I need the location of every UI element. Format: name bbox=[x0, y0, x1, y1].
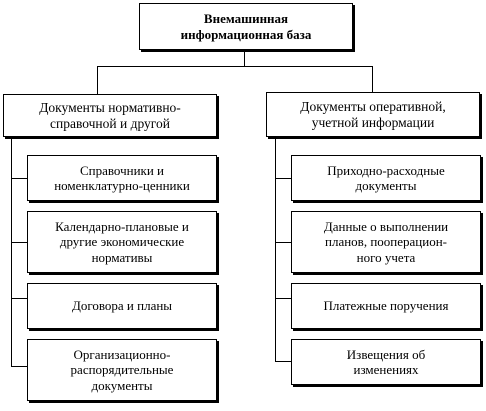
connector-right-child-3 bbox=[275, 298, 291, 299]
connector-right-child-2 bbox=[275, 242, 291, 243]
connector-right-child-1 bbox=[275, 178, 291, 179]
node-label: Данные о выполнении планов, пооперацион-… bbox=[323, 219, 449, 265]
node-label: Календарно-плановые и другие экономическ… bbox=[55, 219, 189, 265]
connector-right-category-down bbox=[372, 66, 373, 92]
connector-left-child-4 bbox=[11, 366, 27, 367]
connector-left-category-down bbox=[97, 66, 98, 94]
node-calendar-economic-norms: Календарно-плановые и другие экономическ… bbox=[27, 211, 217, 273]
node-label: Справочники и номенклатурно-ценники bbox=[54, 162, 190, 193]
node-organizational-documents: Организационно- распорядительные докумен… bbox=[27, 339, 217, 401]
node-label: Организационно- распорядительные докумен… bbox=[70, 347, 174, 393]
category-label: Документы нормативно- справочной и друго… bbox=[39, 99, 181, 131]
node-directories-price-lists: Справочники и номенклатурно-ценники bbox=[27, 155, 217, 201]
node-label: Приходно-расходные документы bbox=[327, 162, 445, 193]
connector-horizontal-top bbox=[97, 66, 373, 67]
node-receipt-expense-documents: Приходно-расходные документы bbox=[291, 155, 481, 201]
root-node-label: Внемашинная информационная база bbox=[180, 11, 312, 42]
category-normative-reference: Документы нормативно- справочной и друго… bbox=[3, 94, 217, 137]
connector-left-child-1 bbox=[11, 178, 27, 179]
connector-right-vertical bbox=[275, 137, 276, 362]
node-payment-orders: Платежные поручения bbox=[291, 283, 481, 329]
connector-left-child-3 bbox=[11, 298, 27, 299]
node-label: Платежные поручения bbox=[323, 298, 449, 314]
root-node: Внемашинная информационная база bbox=[139, 3, 353, 50]
node-label: Договора и планы bbox=[71, 298, 173, 314]
connector-left-child-2 bbox=[11, 242, 27, 243]
connector-root-down bbox=[244, 50, 245, 67]
category-operational-accounting: Документы оперативной, учетной информаци… bbox=[266, 92, 480, 137]
node-contracts-plans: Договора и планы bbox=[27, 283, 217, 329]
connector-right-child-4 bbox=[275, 361, 291, 362]
connector-left-vertical bbox=[11, 137, 12, 367]
node-plan-execution-data: Данные о выполнении планов, пооперацион-… bbox=[291, 211, 481, 273]
node-change-notices: Извещения об изменениях bbox=[291, 339, 481, 385]
category-label: Документы оперативной, учетной информаци… bbox=[300, 98, 446, 130]
node-label: Извещения об изменениях bbox=[346, 346, 426, 377]
